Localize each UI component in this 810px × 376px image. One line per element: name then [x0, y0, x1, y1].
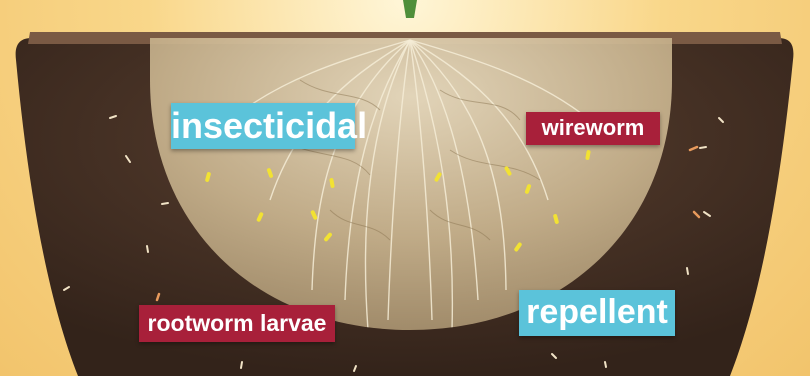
- wireworm-label: wireworm: [526, 112, 660, 145]
- insecticidal-label: insecticidal: [171, 103, 355, 149]
- repellent-label: repellent: [519, 290, 675, 336]
- plant-stem: [403, 0, 417, 18]
- rootworm-larvae-label: rootworm larvae: [139, 305, 335, 342]
